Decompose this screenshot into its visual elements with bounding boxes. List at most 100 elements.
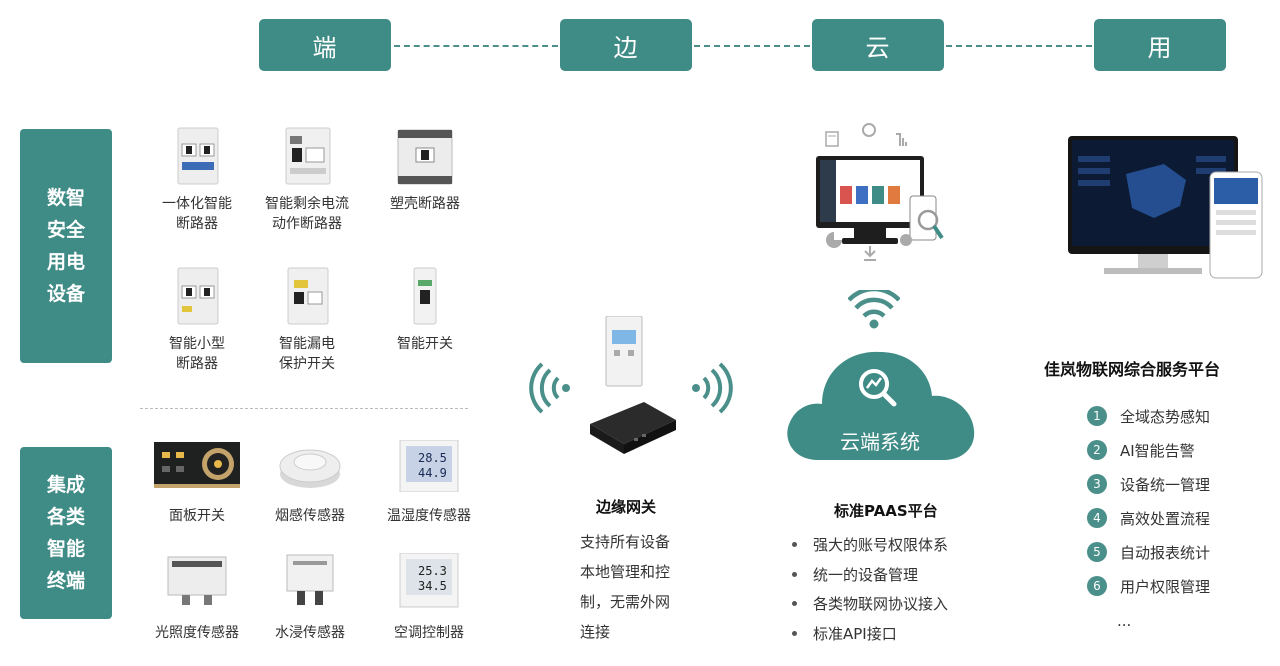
list-item: 2 AI智能告警	[1087, 433, 1210, 467]
cloud-system-label: 云端系统	[840, 430, 920, 454]
cloud-platform-illustration	[810, 120, 950, 268]
feature-text: 统一的设备管理	[813, 565, 919, 584]
globe-icon	[900, 234, 912, 246]
temp-humidity-sensor-image: 28.5 44.9	[394, 439, 464, 493]
humidity-reading: 34.5	[418, 579, 447, 593]
category-line: 各类	[46, 506, 85, 528]
magnifier-icon	[917, 209, 939, 231]
device-label: 智能漏电	[279, 336, 335, 352]
device-label: 智能小型	[169, 336, 225, 352]
download-icon	[864, 246, 876, 261]
feature-text: 全域态势感知	[1120, 407, 1211, 426]
description-line: 连接	[580, 623, 611, 641]
breaker-image	[162, 266, 232, 328]
feature-text: 各类物联网协议接入	[813, 595, 949, 614]
device-label: 智能剩余电流	[265, 196, 349, 212]
device-label: 温湿度传感器	[387, 508, 471, 524]
device-label: 保护开关	[279, 356, 335, 372]
smoke-sensor-image	[275, 440, 345, 492]
chart-icon	[896, 133, 907, 146]
ac-controller-image: 25.3 34.5	[394, 552, 464, 609]
list-item: 统一的设备管理	[792, 560, 948, 590]
humidity-reading: 44.9	[418, 466, 447, 480]
device-label: 面板开关	[169, 508, 225, 524]
device-label: 塑壳断路器	[390, 196, 460, 212]
stage-connector	[694, 45, 810, 47]
service-platform-title: 佳岚物联网综合服务平台	[1044, 360, 1221, 379]
search-chart-icon	[859, 369, 897, 407]
stage-connector	[394, 45, 558, 47]
number-badge: 6	[1087, 576, 1107, 596]
edge-gateway-title: 边缘网关	[596, 498, 657, 516]
category-line: 数智	[46, 187, 85, 209]
feature-text: 用户权限管理	[1120, 577, 1211, 596]
device-temp-humidity-sensor: 28.5 44.9 温湿度传感器	[369, 439, 489, 526]
device-leakage-protection-switch: 智能漏电 保护开关	[247, 266, 367, 374]
wifi-icon	[847, 286, 901, 336]
gear-icon	[862, 123, 876, 137]
list-item: 6 用户权限管理	[1087, 569, 1210, 603]
device-label: 动作断路器	[272, 216, 342, 232]
edge-gateway-description: 支持所有设备 本地管理和控 制，无需外网 连接	[580, 527, 670, 647]
temperature-reading: 25.3	[418, 564, 447, 578]
breaker-image	[390, 266, 460, 328]
device-smoke-sensor: 烟感传感器	[250, 440, 370, 526]
number-badge: 1	[1087, 406, 1107, 426]
description-line: 支持所有设备	[580, 533, 671, 551]
dashboard-illustration	[1068, 136, 1268, 286]
stage-cloud: 云	[812, 19, 944, 71]
breaker-image	[272, 266, 342, 328]
stage-device: 端	[259, 19, 391, 71]
number-badge: 4	[1087, 508, 1107, 528]
device-illuminance-sensor: 光照度传感器	[137, 553, 257, 643]
number-badge: 2	[1087, 440, 1107, 460]
category-smart-power-devices: 数智 安全 用电 设备	[20, 129, 112, 363]
device-label: 一体化智能	[162, 196, 232, 212]
more-ellipsis: ...	[1117, 612, 1132, 630]
breaker-image	[162, 126, 232, 188]
stage-edge: 边	[560, 19, 692, 71]
list-item: 1 全域态势感知	[1087, 399, 1210, 433]
panel-switch-image	[154, 440, 240, 492]
category-line: 用电	[46, 251, 85, 273]
device-residual-current-breaker: 智能剩余电流 动作断路器	[247, 126, 367, 234]
device-smart-switch: 智能开关	[365, 266, 485, 354]
category-line: 集成	[46, 474, 85, 496]
din-rail-meter-image	[600, 315, 648, 392]
list-item: 各类物联网协议接入	[792, 589, 948, 619]
list-item: 标准API接口	[792, 619, 948, 649]
category-line: 设备	[46, 283, 85, 305]
temperature-reading: 28.5	[418, 451, 447, 465]
breaker-image	[272, 126, 342, 188]
device-label: 智能开关	[397, 336, 453, 352]
device-label: 光照度传感器	[155, 625, 239, 641]
list-item: 强大的账号权限体系	[792, 530, 948, 560]
category-smart-terminals: 集成 各类 智能 终端	[20, 447, 112, 619]
device-label: 断路器	[176, 216, 218, 232]
feature-text: 自动报表统计	[1120, 543, 1211, 562]
device-label: 水浸传感器	[275, 625, 345, 641]
number-badge: 3	[1087, 474, 1107, 494]
feature-text: 强大的账号权限体系	[813, 536, 949, 555]
paas-feature-list: 强大的账号权限体系 统一的设备管理 各类物联网协议接入 标准API接口	[792, 530, 948, 648]
gateway-box-image	[584, 394, 680, 460]
list-item: 5 自动报表统计	[1087, 535, 1210, 569]
list-item: 4 高效处置流程	[1087, 501, 1210, 535]
device-small-breaker: 智能小型 断路器	[137, 266, 257, 374]
stage-application: 用	[1094, 19, 1226, 71]
feature-text: 高效处置流程	[1120, 509, 1211, 528]
stage-connector	[946, 45, 1092, 47]
number-badge: 5	[1087, 542, 1107, 562]
device-integrated-breaker: 一体化智能 断路器	[137, 126, 257, 234]
breaker-image	[390, 126, 460, 188]
device-moulded-case-breaker: 塑壳断路器	[365, 126, 485, 214]
category-line: 安全	[46, 219, 85, 241]
device-label: 烟感传感器	[275, 508, 345, 524]
paas-platform-title: 标准PAAS平台	[834, 502, 938, 520]
wireless-right-icon	[688, 360, 734, 420]
pie-icon	[826, 232, 842, 248]
category-line: 智能	[46, 538, 85, 560]
feature-text: AI智能告警	[1120, 441, 1195, 460]
